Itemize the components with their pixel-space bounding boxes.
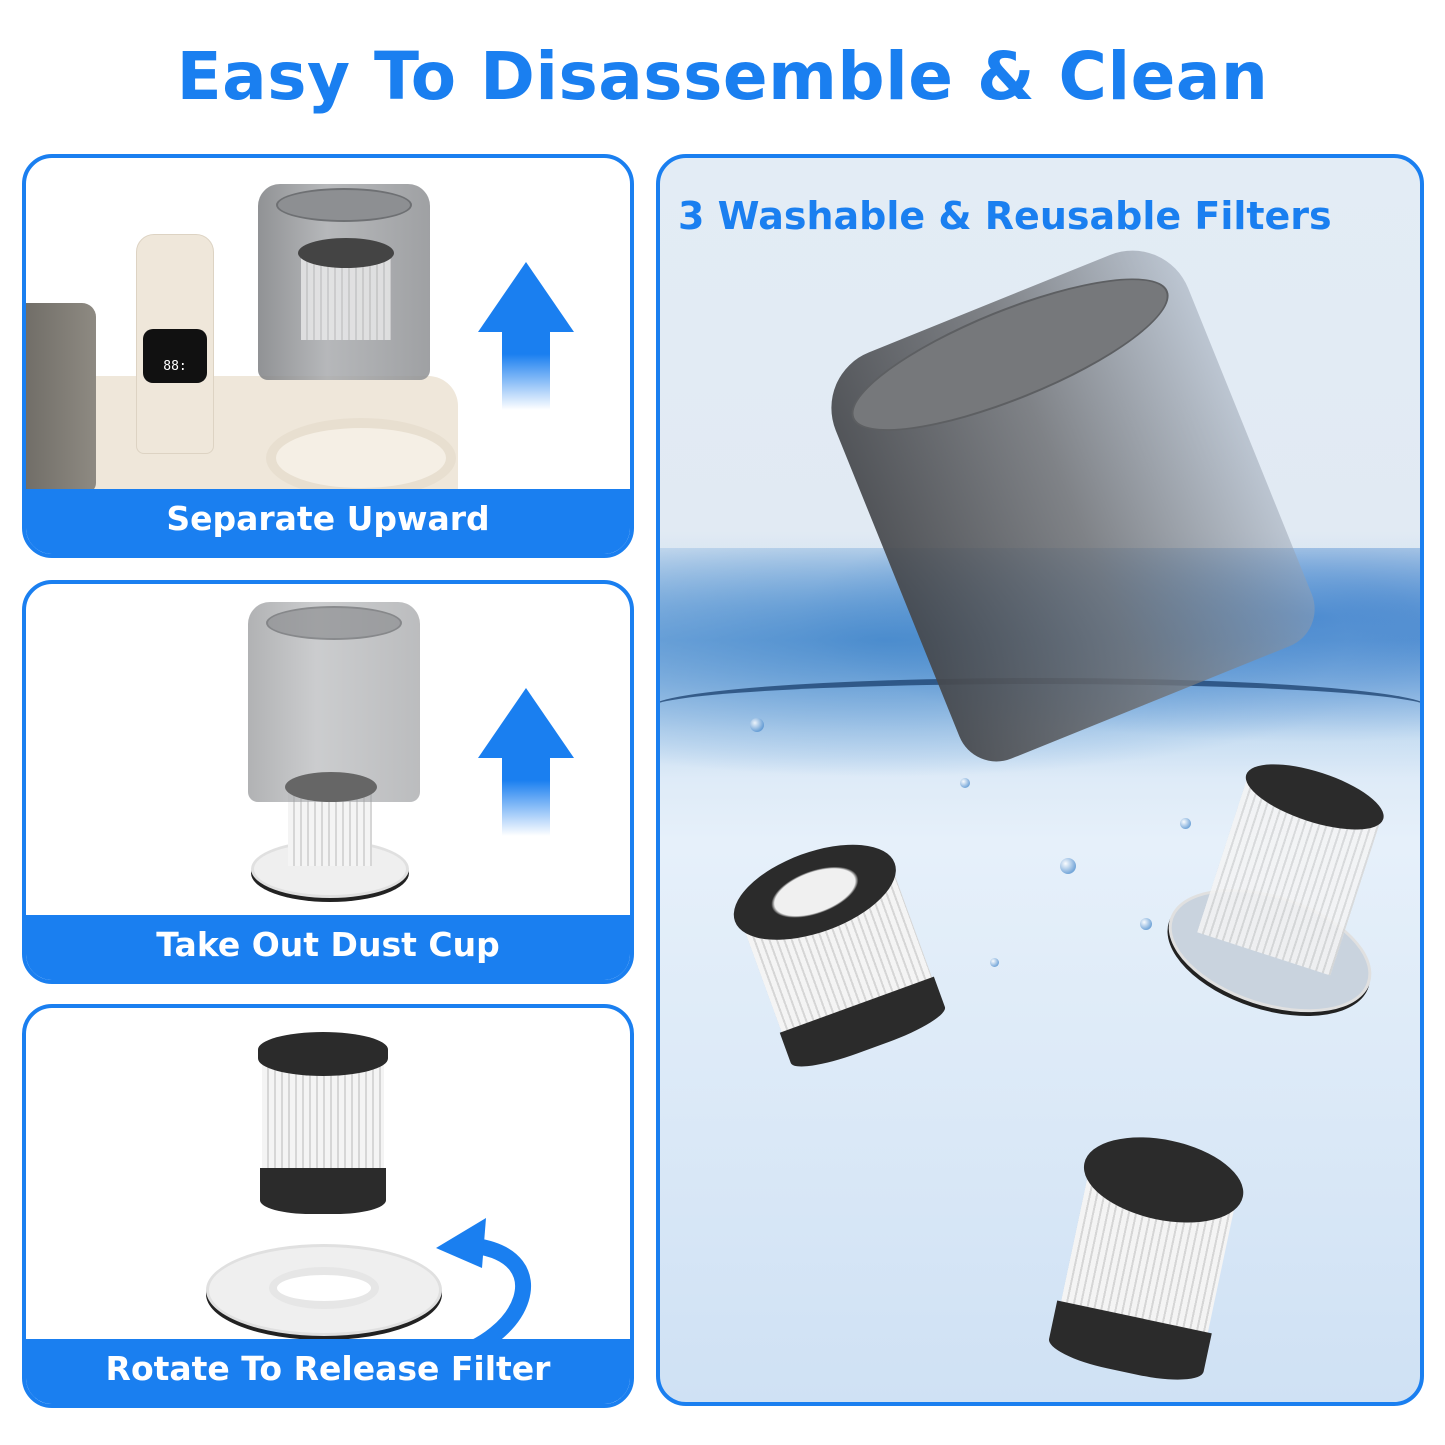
filter-bottom-band (260, 1168, 386, 1214)
filter-base-ring (206, 1244, 442, 1336)
filter-floating-left (708, 820, 968, 1086)
second-dust-cup (26, 303, 96, 493)
filter-element (262, 1056, 384, 1186)
dust-cup-lid (266, 606, 402, 640)
washable-filters-panel: 3 Washable & Reusable Filters (656, 154, 1424, 1406)
cup-socket (266, 418, 456, 498)
dust-cup-illustration (26, 584, 630, 915)
display-digits: 88: (163, 359, 187, 374)
dust-cup-lid (276, 188, 412, 222)
step-card-separate-upward: 88: Separate Upward (22, 154, 634, 558)
inner-filter-cap (298, 238, 394, 268)
step-caption: Separate Upward (26, 489, 630, 554)
vacuum-handle: 88: (136, 234, 214, 454)
bubble (990, 958, 999, 967)
base-opening (269, 1267, 379, 1309)
page-title: Easy To Disassemble & Clean (176, 38, 1269, 115)
bubble (960, 778, 970, 788)
step-caption: Rotate To Release Filter (26, 1339, 630, 1404)
filter-cap (258, 1032, 388, 1076)
step-caption: Take Out Dust Cup (26, 915, 630, 980)
arrow-up-icon (478, 688, 574, 838)
led-display: 88: (143, 329, 207, 383)
arrow-up-icon (478, 262, 574, 412)
bubble (750, 718, 764, 732)
bubble (1180, 818, 1191, 829)
bubble (1060, 858, 1076, 874)
filter-release-illustration (26, 1008, 630, 1366)
dust-cup-lid (835, 249, 1185, 461)
vacuum-base-illustration: 88: (26, 158, 630, 501)
bubble (1140, 918, 1152, 930)
filter-cap (285, 772, 377, 802)
step-card-rotate-release-filter: Rotate To Release Filter (22, 1004, 634, 1408)
filter-floating-bottom (1033, 1122, 1259, 1394)
panel-title: 3 Washable & Reusable Filters (678, 194, 1332, 238)
step-card-take-out-dust-cup: Take Out Dust Cup (22, 580, 634, 984)
